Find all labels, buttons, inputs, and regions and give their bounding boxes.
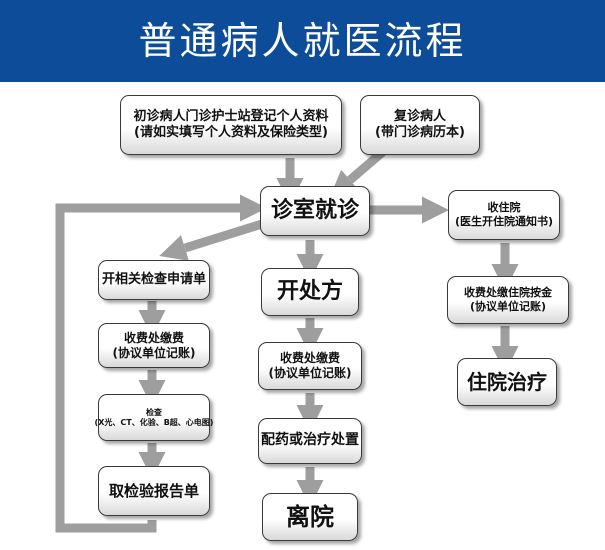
inpatient-label: 住院治疗 — [467, 369, 547, 394]
prescription-box: 开处方 — [261, 268, 359, 316]
consultation-box: 诊室就诊 — [260, 186, 370, 236]
exam-request-box: 开相关检查申请单 — [98, 260, 210, 300]
title-banner — [0, 0, 605, 82]
arrow-return-to-consult — [329, 146, 388, 198]
return-visit-line2: (带门诊病历本) — [375, 125, 465, 140]
prescription-label: 开处方 — [276, 279, 343, 305]
arrow-report-back-to-consult — [55, 194, 267, 533]
first-visit-line1: 初诊病人门诊护士站登记个人资料 — [133, 108, 329, 124]
admission-line1: 收住院 — [487, 201, 521, 215]
deposit-line2: (协议单位记账) — [469, 300, 547, 313]
exam-payment-line1: 收费处缴费 — [123, 330, 184, 345]
first-visit-line2: (请如实填写个人资料及保险类型) — [134, 125, 328, 140]
arrow-consult-to-exam — [159, 219, 264, 261]
get-report-box: 取检验报告单 — [98, 466, 210, 516]
discharge-label: 离院 — [286, 503, 334, 531]
admission-box: 收住院 (医生开住院通知书) — [448, 190, 560, 240]
rx-payment-line2: (协议单位记账) — [268, 366, 352, 380]
return-visit-box: 复诊病人 (带门诊病历本) — [360, 95, 480, 155]
exam-payment-box: 收费处缴费 (协议单位记账) — [98, 323, 210, 368]
consultation-label: 诊室就诊 — [270, 198, 359, 224]
deposit-box: 收费处缴住院按金 (协议单位记账) — [447, 276, 569, 324]
exam-payment-line2: (协议单位记账) — [112, 345, 196, 360]
inpatient-box: 住院治疗 — [457, 358, 557, 406]
deposit-line1: 收费处缴住院按金 — [464, 286, 552, 300]
admission-line2: (医生开住院通知书) — [454, 215, 554, 228]
exam-request-label: 开相关检查申请单 — [101, 271, 206, 287]
dispense-label: 配药或治疗处置 — [261, 432, 359, 449]
page-title: 普通病人就医流程 — [138, 19, 467, 63]
exam-line2: (X光、CT、化验、B超、心电图) — [94, 417, 214, 427]
discharge-box: 离院 — [262, 493, 358, 541]
exam-line1: 检查 — [146, 407, 162, 417]
dispense-box: 配药或治疗处置 — [258, 418, 362, 464]
first-visit-box: 初诊病人门诊护士站登记个人资料 (请如实填写个人资料及保险类型) — [120, 95, 342, 155]
return-visit-line1: 复诊病人 — [393, 108, 446, 124]
get-report-label: 取检验报告单 — [108, 481, 199, 500]
exam-box: 检查 (X光、CT、化验、B超、心电图) — [95, 394, 213, 441]
rx-payment-line1: 收费处缴费 — [279, 351, 340, 365]
rx-payment-box: 收费处缴费 (协议单位记账) — [258, 342, 362, 390]
